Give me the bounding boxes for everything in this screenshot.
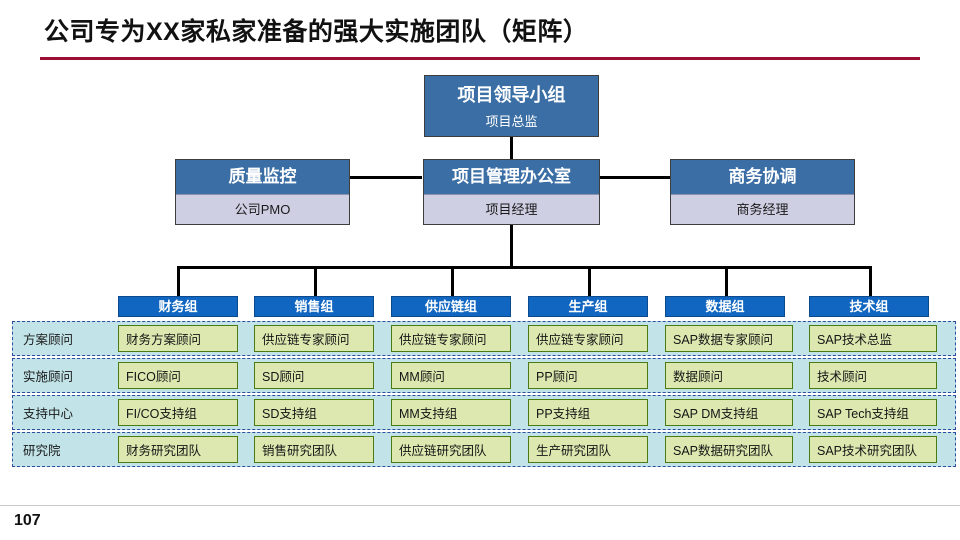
node-leader-role: 项目总监 bbox=[425, 112, 598, 136]
matrix-cell[interactable]: SD顾问 bbox=[254, 362, 374, 389]
connector-pmo-to-business bbox=[600, 176, 670, 179]
node-quality-title: 质量监控 bbox=[176, 160, 349, 194]
matrix-cell[interactable]: 生产研究团队 bbox=[528, 436, 648, 463]
title-divider bbox=[40, 57, 920, 60]
connector-drop-production bbox=[588, 266, 591, 297]
matrix-cell[interactable]: 技术顾问 bbox=[809, 362, 937, 389]
team-header-finance[interactable]: 财务组 bbox=[118, 296, 238, 317]
matrix-cell[interactable]: 供应链研究团队 bbox=[391, 436, 511, 463]
node-business-title: 商务协调 bbox=[671, 160, 854, 194]
matrix-cell[interactable]: 供应链专家顾问 bbox=[391, 325, 511, 352]
matrix-cell[interactable]: MM支持组 bbox=[391, 399, 511, 426]
matrix-cell[interactable]: SAP技术研究团队 bbox=[809, 436, 937, 463]
connector-drop-supply bbox=[451, 266, 454, 297]
node-business-role: 商务经理 bbox=[671, 194, 854, 224]
matrix-cell[interactable]: SAP数据专家顾问 bbox=[665, 325, 793, 352]
connector-pmo-to-quality bbox=[350, 176, 422, 179]
node-pmo-title: 项目管理办公室 bbox=[424, 160, 599, 194]
matrix-cell[interactable]: 财务研究团队 bbox=[118, 436, 238, 463]
node-project-leadership[interactable]: 项目领导小组 项目总监 bbox=[424, 75, 599, 137]
connector-drop-tech bbox=[869, 266, 872, 297]
matrix-cell[interactable]: SAP Tech支持组 bbox=[809, 399, 937, 426]
matrix-cell[interactable]: FICO顾问 bbox=[118, 362, 238, 389]
matrix-cell[interactable]: PP支持组 bbox=[528, 399, 648, 426]
team-matrix: 方案顾问 实施顾问 支持中心 研究院 财务组 销售组 供应链组 生产组 数据组 … bbox=[0, 296, 960, 468]
matrix-cell[interactable]: 供应链专家顾问 bbox=[528, 325, 648, 352]
team-header-production[interactable]: 生产组 bbox=[528, 296, 648, 317]
matrix-cell[interactable]: 财务方案顾问 bbox=[118, 325, 238, 352]
matrix-cell[interactable]: MM顾问 bbox=[391, 362, 511, 389]
team-header-sales[interactable]: 销售组 bbox=[254, 296, 374, 317]
node-quality-control[interactable]: 质量监控 公司PMO bbox=[175, 159, 350, 225]
team-header-technology[interactable]: 技术组 bbox=[809, 296, 929, 317]
node-business-coordination[interactable]: 商务协调 商务经理 bbox=[670, 159, 855, 225]
matrix-cell[interactable]: 销售研究团队 bbox=[254, 436, 374, 463]
matrix-row-label: 研究院 bbox=[23, 444, 61, 458]
matrix-cell[interactable]: SAP DM支持组 bbox=[665, 399, 793, 426]
node-leader-title: 项目领导小组 bbox=[425, 76, 598, 112]
connector-leader-to-pmo bbox=[510, 135, 513, 161]
matrix-cell[interactable]: 供应链专家顾问 bbox=[254, 325, 374, 352]
matrix-cell[interactable]: PP顾问 bbox=[528, 362, 648, 389]
connector-drop-data bbox=[725, 266, 728, 297]
node-quality-role: 公司PMO bbox=[176, 194, 349, 224]
matrix-cell[interactable]: SD支持组 bbox=[254, 399, 374, 426]
matrix-row-label: 方案顾问 bbox=[23, 333, 74, 347]
team-header-data[interactable]: 数据组 bbox=[665, 296, 785, 317]
matrix-row-label: 支持中心 bbox=[23, 407, 74, 421]
matrix-cell[interactable]: FI/CO支持组 bbox=[118, 399, 238, 426]
matrix-cell[interactable]: SAP数据研究团队 bbox=[665, 436, 793, 463]
page-number: 107 bbox=[14, 512, 41, 529]
connector-pmo-down bbox=[510, 222, 513, 268]
node-pmo-role: 项目经理 bbox=[424, 194, 599, 224]
matrix-cell[interactable]: 数据顾问 bbox=[665, 362, 793, 389]
matrix-cell[interactable]: SAP技术总监 bbox=[809, 325, 937, 352]
node-pmo[interactable]: 项目管理办公室 项目经理 bbox=[423, 159, 600, 225]
connector-team-bus bbox=[177, 266, 872, 269]
matrix-row-label: 实施顾问 bbox=[23, 370, 74, 384]
connector-drop-sales bbox=[314, 266, 317, 297]
connector-drop-finance bbox=[177, 266, 180, 297]
footer-divider bbox=[0, 505, 960, 506]
team-header-supply-chain[interactable]: 供应链组 bbox=[391, 296, 511, 317]
page-title: 公司专为XX家私家准备的强大实施团队（矩阵） bbox=[44, 18, 589, 46]
